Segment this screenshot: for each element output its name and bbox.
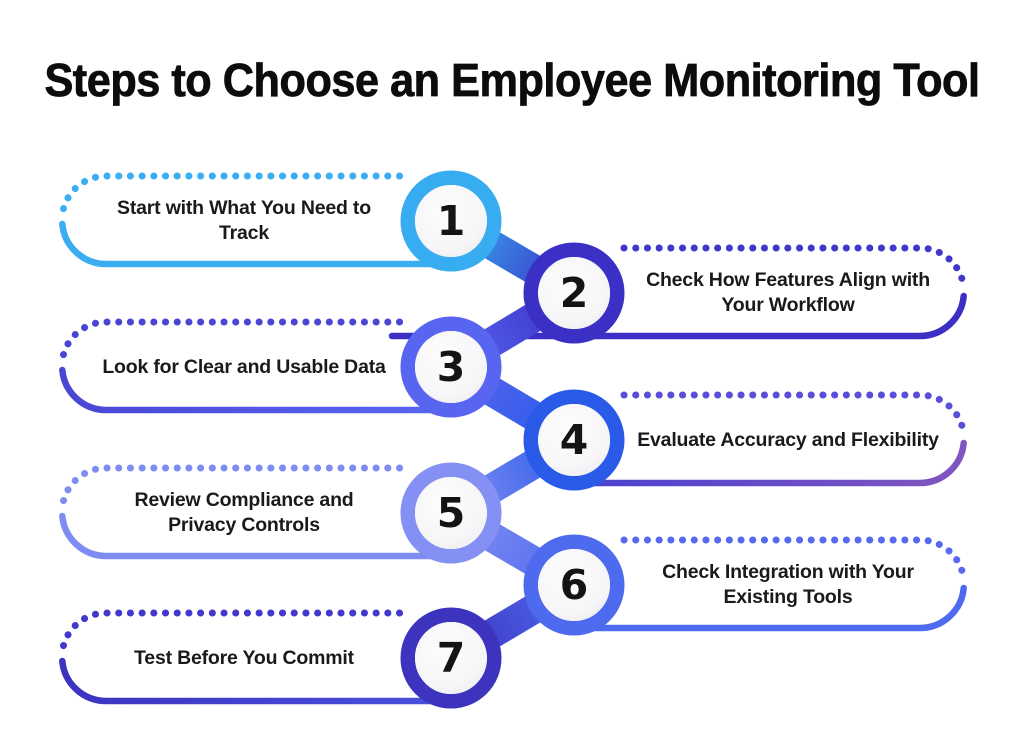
step-3-circle-ring <box>400 316 502 418</box>
step-1-label-line-2: Track <box>219 222 269 244</box>
step-1-pill-solid-border <box>59 220 442 268</box>
step-5-pill-solid-border <box>59 512 442 560</box>
step-5-circle-ring <box>400 462 502 564</box>
step-2-pill-solid-border <box>388 292 967 340</box>
step-7-pill-dotted-border <box>60 609 404 650</box>
pill-borders <box>59 172 967 705</box>
step-6-circle-inner <box>538 549 610 621</box>
step-6-pill-solid-border <box>583 584 967 632</box>
step-7-label-line-1: Test Before You Commit <box>134 646 354 669</box>
step-7-pill-solid-border <box>59 657 442 705</box>
step-2-label-line-1: Check How Features Align with <box>646 269 930 291</box>
page-title: Steps to Choose an Employee Monitoring T… <box>44 54 980 107</box>
step-2-label: Check How Features Align with Your Workf… <box>627 260 949 326</box>
step-5-circle-inner <box>415 477 487 549</box>
step-4-pill-solid-border <box>583 439 967 487</box>
step-5-pill-dotted-border <box>60 464 404 505</box>
step-2-circle-inner <box>538 257 610 329</box>
step-7-number: 7 <box>436 634 466 682</box>
step-4-circle-inner <box>538 404 610 476</box>
step-6-label: Check Integration with Your Existing Too… <box>627 552 949 618</box>
step-5-number: 5 <box>436 489 466 537</box>
step-6-circle-ring <box>523 534 625 636</box>
step-2-label-line-2: Your Workflow <box>721 294 855 316</box>
step-4-number: 4 <box>559 416 589 464</box>
step-4-label: Evaluate Accuracy and Flexibility <box>627 407 949 473</box>
step-circles <box>400 170 625 709</box>
step-3-pill-dotted-border <box>60 318 404 359</box>
step-2-number: 2 <box>559 269 589 317</box>
step-2-circle-ring <box>523 242 625 344</box>
step-5-label: Review Compliance and Privacy Controls <box>86 480 402 546</box>
step-3-label: Look for Clear and Usable Data <box>86 334 402 400</box>
step-4-label-line-1: Evaluate Accuracy and Flexibility <box>637 428 939 451</box>
step-1-label: Start with What You Need to Track <box>86 188 402 254</box>
step-3-circle-inner <box>415 331 487 403</box>
step-6-label-line-1: Check Integration with Your <box>662 561 914 583</box>
step-1-number: 1 <box>436 197 466 245</box>
step-5-label-line-1: Review Compliance and <box>134 489 354 511</box>
step-3-pill-solid-border <box>59 366 442 414</box>
step-6-label-line-2: Existing Tools <box>723 586 853 608</box>
step-1-label-line-1: Start with What You Need to <box>117 197 371 219</box>
step-7-circle-inner <box>415 622 487 694</box>
step-7-label: Test Before You Commit <box>86 625 402 691</box>
step-4-circle-ring <box>523 389 625 491</box>
step-6-number: 6 <box>559 561 589 609</box>
step-1-circle-ring <box>400 170 502 272</box>
step-1-circle-inner <box>415 185 487 257</box>
step-3-number: 3 <box>436 343 466 391</box>
step-3-label-line-1: Look for Clear and Usable Data <box>102 355 386 378</box>
step-1-pill-dotted-border <box>60 172 404 213</box>
step-7-circle-ring <box>400 607 502 709</box>
step-5-label-line-2: Privacy Controls <box>168 514 320 536</box>
